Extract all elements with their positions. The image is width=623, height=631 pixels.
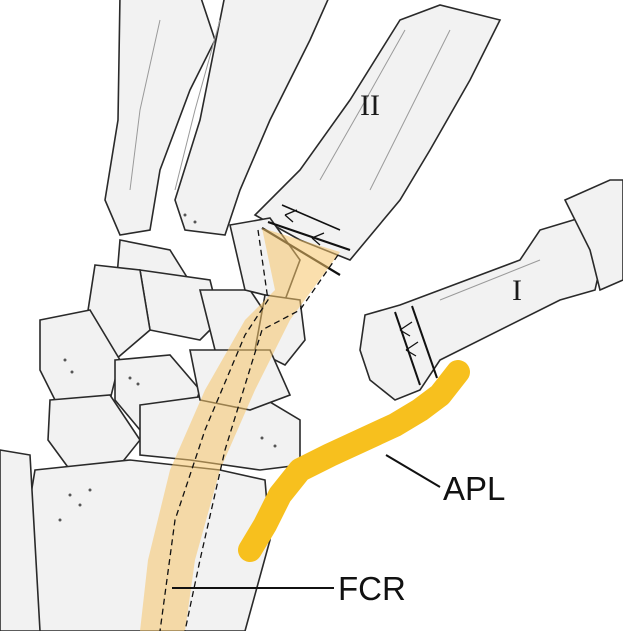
first-metacarpal [360,180,623,400]
apl-leader-line [386,455,440,487]
label-metacarpal-1: I [512,274,522,307]
label-apl: APL [443,470,505,507]
label-fcr: FCR [338,570,406,607]
radius-bone [0,450,270,631]
finger-bones [105,0,500,260]
label-metacarpal-2: II [360,89,380,122]
